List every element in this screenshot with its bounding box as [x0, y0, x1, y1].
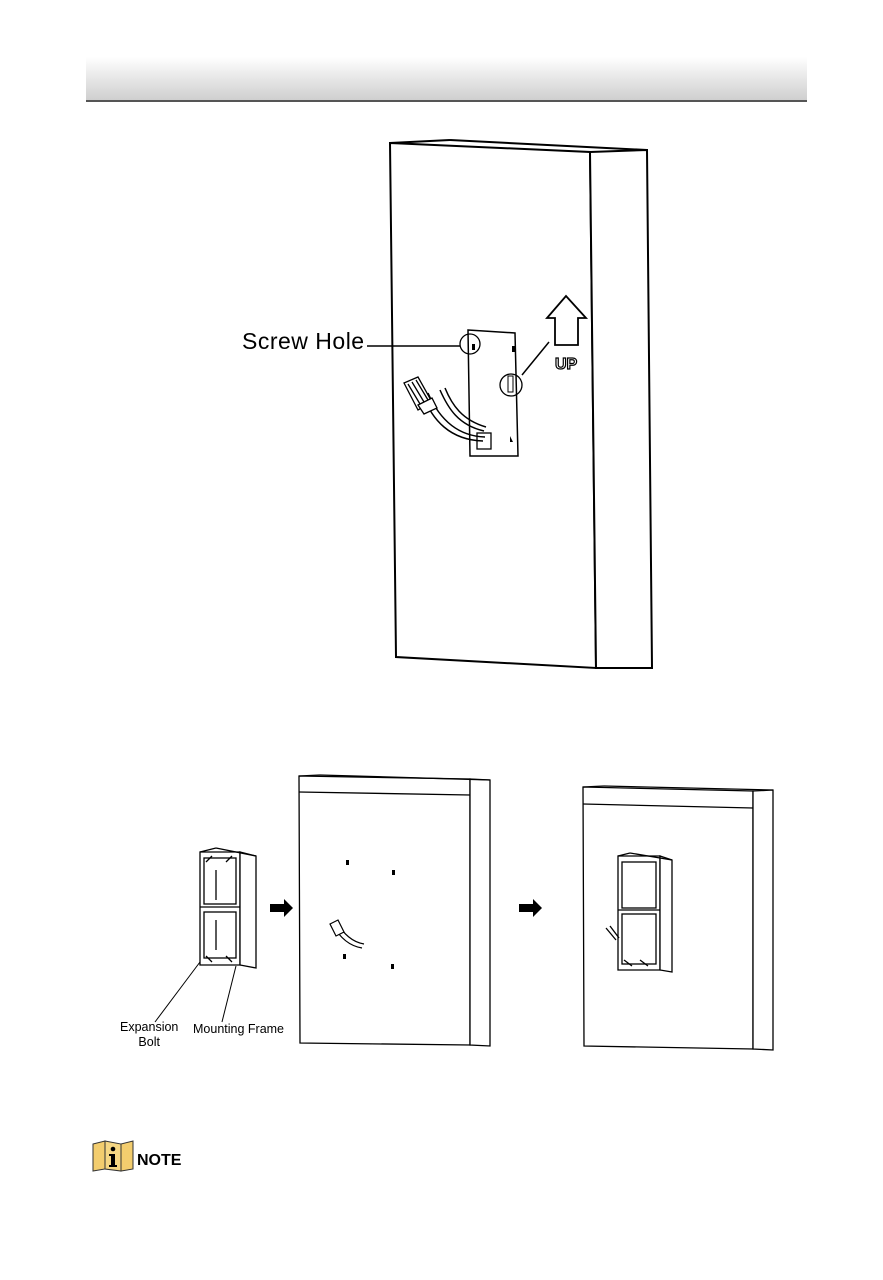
note-label: NOTE	[137, 1152, 181, 1170]
mounting-frame-drawing	[200, 848, 256, 968]
expansion-bolt-label-line1: Expansion	[120, 1020, 178, 1034]
info-note-icon	[91, 1140, 135, 1172]
expansion-bolt-label-line2: Bolt	[138, 1035, 160, 1049]
mounting-frame-label: Mounting Frame	[193, 1022, 284, 1036]
expansion-bolt-label: Expansion Bolt	[120, 1020, 178, 1050]
